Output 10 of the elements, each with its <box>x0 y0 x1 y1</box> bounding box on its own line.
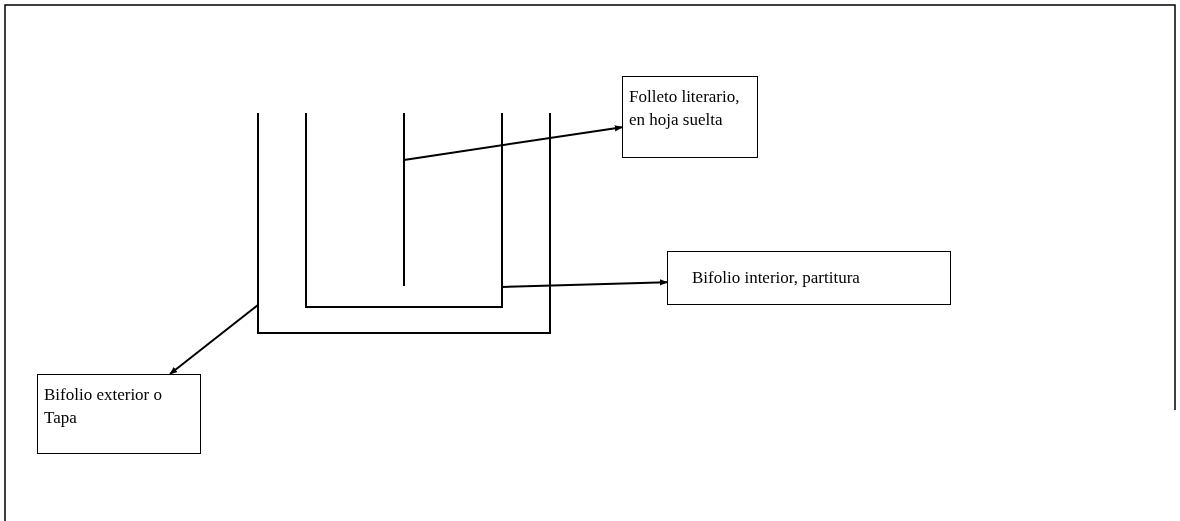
leader-arrow <box>169 304 259 375</box>
outer-bifolio-drawing <box>257 112 551 334</box>
label-box <box>667 251 951 305</box>
leader-arrow <box>403 125 623 161</box>
label-text: Bifolio interior, partitura <box>692 267 861 289</box>
leader-arrow <box>501 279 668 288</box>
label-box <box>37 374 201 454</box>
label-text: Bifolio exterior o Tapa <box>44 384 164 429</box>
label-text: Folleto literario, en hoja suelta <box>629 86 741 131</box>
label-box <box>622 76 758 158</box>
